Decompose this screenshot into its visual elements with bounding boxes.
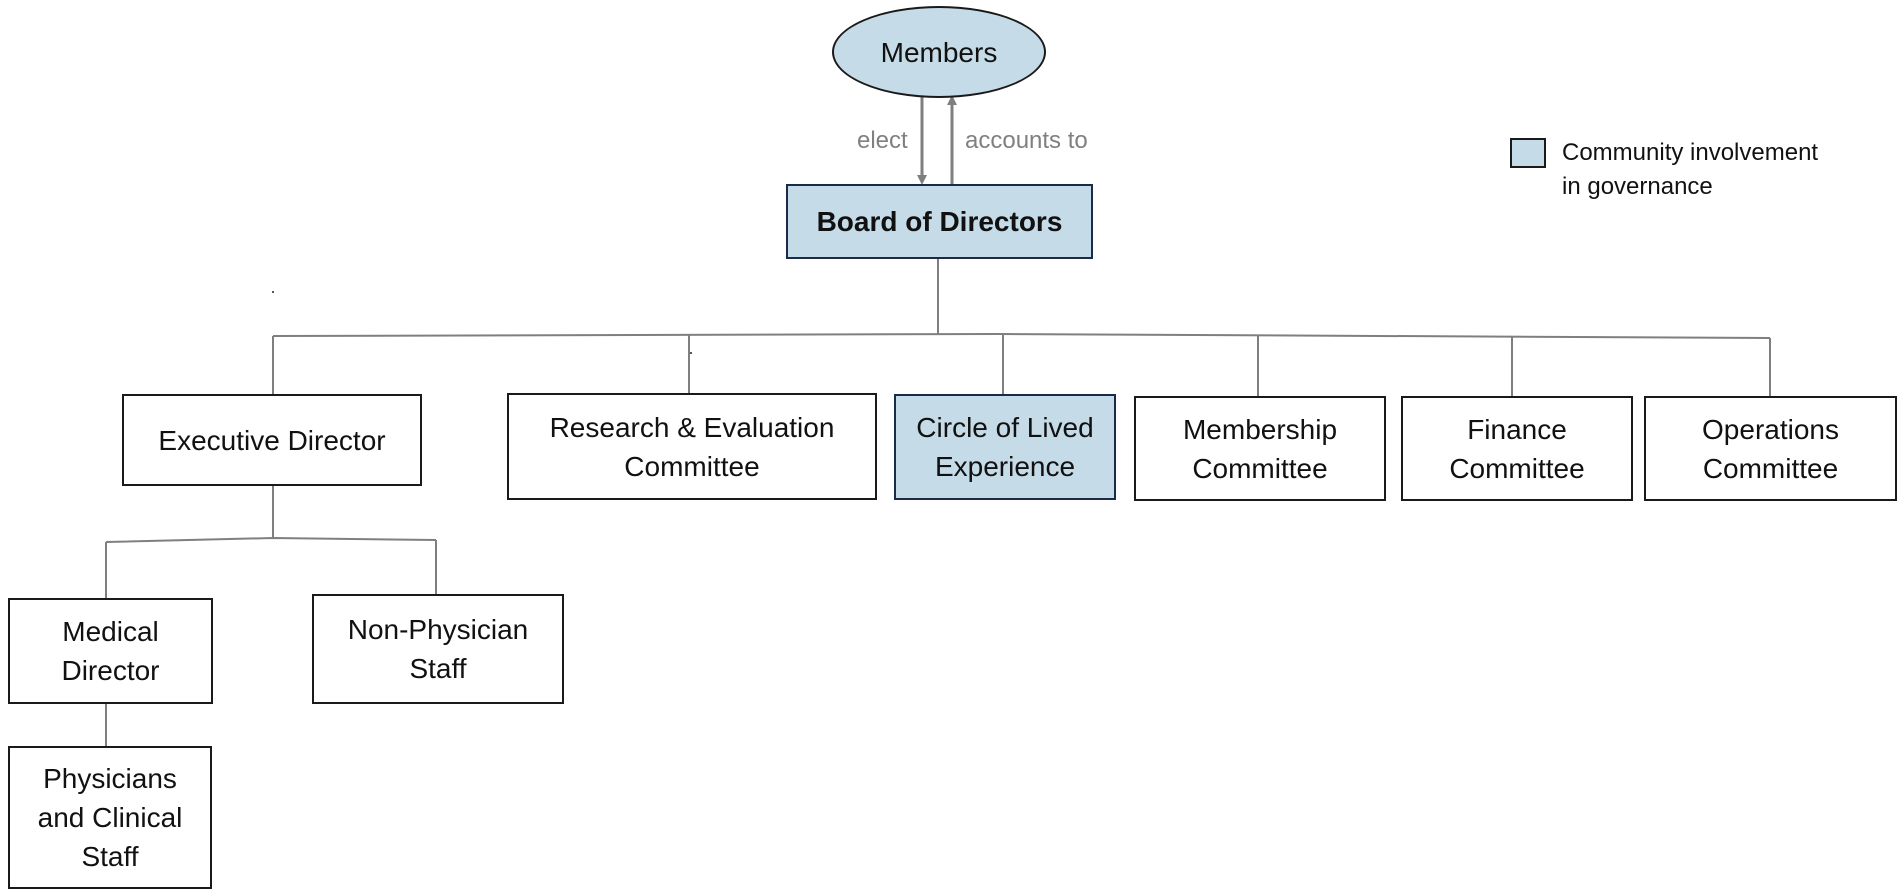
stray-dot [272, 291, 274, 293]
non-physician-staff-label: Non-Physician Staff [347, 614, 529, 684]
legend-swatch [1510, 138, 1546, 168]
finance-committee-label: Finance Committee [1449, 413, 1585, 484]
circle-of-lived-experience-label: Circle of Lived Experience [916, 412, 1094, 482]
finance-committee-node: Finance Committee [1401, 396, 1633, 501]
board-of-directors-label: Board of Directors [816, 206, 1063, 237]
non-physician-staff-node: Non-Physician Staff [312, 594, 564, 704]
research-evaluation-committee-node: Research & Evaluation Committee [507, 393, 877, 500]
legend: Community involvement in governance [1510, 136, 1862, 204]
members-node: Members [832, 6, 1046, 98]
circle-of-lived-experience-node: Circle of Lived Experience [894, 394, 1116, 500]
committee-bus [272, 332, 1771, 339]
membership-committee-node: Membership Committee [1134, 396, 1386, 501]
operations-committee-label: Operations Committee [1702, 413, 1839, 484]
operations-committee-node: Operations Committee [1644, 396, 1897, 501]
board-of-directors-node: Board of Directors [786, 184, 1093, 259]
legend-label: Community involvement in governance [1562, 139, 1819, 200]
research-evaluation-committee-label: Research & Evaluation Committee [549, 411, 835, 482]
elect-label: elect [857, 127, 908, 154]
stray-dot [690, 352, 692, 354]
physicians-clinical-staff-node: Physicians and Clinical Staff [8, 746, 212, 889]
exec-bus [105, 536, 437, 543]
medical-director-node: Medical Director [8, 598, 213, 704]
medical-director-label: Medical Director [61, 616, 160, 686]
members-label: Members [880, 36, 998, 68]
executive-director-node: Executive Director [122, 394, 422, 486]
executive-director-label: Executive Director [158, 424, 386, 456]
accounts-to-label: accounts to [965, 127, 1088, 154]
physicians-clinical-staff-label: Physicians and Clinical Staff [37, 763, 183, 872]
membership-committee-label: Membership Committee [1182, 413, 1338, 484]
